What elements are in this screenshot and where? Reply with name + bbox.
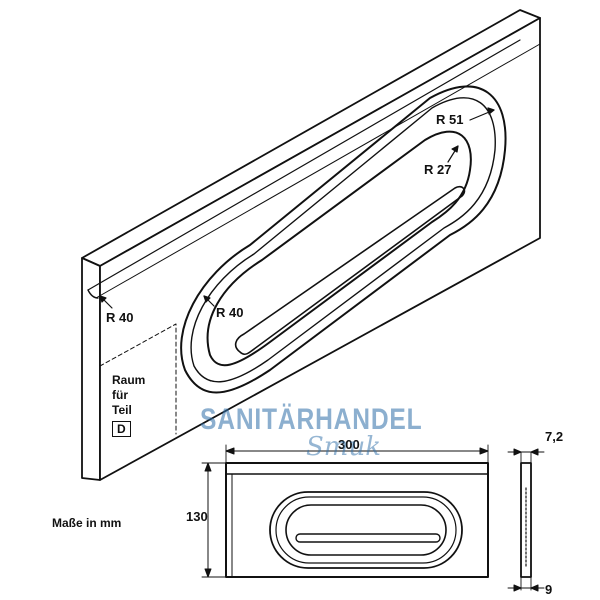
arrow-r27 xyxy=(451,145,459,153)
panel-edge-groove xyxy=(87,39,521,291)
front-view xyxy=(201,444,489,578)
panel-groove-notch xyxy=(87,289,99,299)
part-space-line-1: Raum xyxy=(112,373,146,387)
panel-front-face xyxy=(81,257,101,481)
dim-thickness-top-label: 7,2 xyxy=(545,429,564,444)
dim-thickness-bottom-label: 9 xyxy=(545,582,553,597)
front-view-oval-outer-2 xyxy=(275,496,457,564)
side-view xyxy=(507,448,545,592)
watermark-subtitle: Smuk xyxy=(306,432,381,462)
arrow-r51 xyxy=(487,107,495,115)
dim-width-arrow-right xyxy=(479,447,489,455)
radius-leaders xyxy=(99,107,495,309)
dim-width-arrow-left xyxy=(225,447,235,455)
part-space-note: Raum für Teil D xyxy=(112,373,160,437)
dim-thickness-top-arrow-r xyxy=(530,448,539,456)
panel-main-face xyxy=(99,17,541,481)
part-d-zone-outline xyxy=(99,323,177,435)
isometric-panel xyxy=(81,9,541,481)
label-r40-edge: R 40 xyxy=(106,310,134,325)
dim-thickness-bottom-arrow-l xyxy=(513,584,522,592)
units-note: Maße in mm xyxy=(52,516,122,530)
front-view-oval-inner xyxy=(285,504,447,556)
watermark-title: SANITÄRHANDEL xyxy=(200,403,423,436)
oval-inner-groove xyxy=(206,130,472,367)
part-space-line-2: für xyxy=(112,388,128,402)
arrow-r40-slot xyxy=(203,295,211,303)
label-r51: R 51 xyxy=(436,112,464,127)
arrow-r40-edge xyxy=(99,295,107,303)
dim-height-arrow-top xyxy=(204,462,212,472)
dim-height-label: 130 xyxy=(186,509,208,524)
isometric-oval-slot xyxy=(180,85,507,394)
dim-width-label: 300 xyxy=(338,437,360,452)
front-view-slot xyxy=(295,533,441,543)
label-r40-slot: R 40 xyxy=(216,305,244,320)
front-view-oval-outer xyxy=(269,491,463,569)
oval-outer-edge xyxy=(180,85,507,394)
part-space-line-3: Teil xyxy=(112,403,132,417)
dim-thickness-top-arrow-l xyxy=(513,448,522,456)
oval-center-slot xyxy=(234,185,466,356)
dim-thickness-bottom-arrow-r xyxy=(530,584,539,592)
label-r27: R 27 xyxy=(424,162,452,177)
dim-height-arrow-bottom xyxy=(204,568,212,578)
part-letter-box: D xyxy=(112,421,131,437)
oval-outer-edge-inner xyxy=(190,97,496,383)
